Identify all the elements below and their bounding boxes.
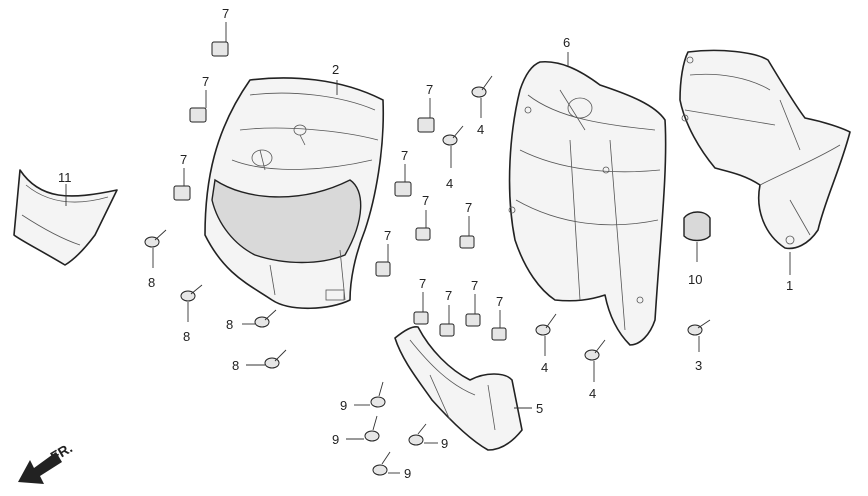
part-10-latch: 10 [683,211,711,287]
part-8-screw-4: 8 [232,349,287,373]
callout-4b: 4 [446,176,453,191]
part-3-screw: 3 [687,319,711,373]
front-arrow-icon [18,452,62,484]
part-5-lower-cover: 5 [394,326,543,451]
callout-4a: 4 [477,122,484,137]
part-4-screw-4: 4 [584,339,606,401]
callout-7g: 7 [465,200,472,215]
callout-11: 11 [58,170,72,185]
callout-7b: 7 [202,74,209,89]
part-1-storage-panel: 1 [679,49,851,293]
callout-5: 5 [536,401,543,416]
callout-9a: 9 [340,398,347,413]
callout-6: 6 [563,35,570,50]
callout-9c: 9 [441,436,448,451]
part-6-inner-panel: 6 [508,35,667,346]
callout-7l: 7 [496,294,503,309]
part-7-clip-7: 7 [459,200,475,249]
callout-4c: 4 [541,360,548,375]
callout-7a: 7 [222,6,229,21]
callout-8a: 8 [148,275,155,290]
part-4-screw-2: 4 [442,125,464,191]
callout-10: 10 [688,272,702,287]
part-7-clip-10: 7 [439,288,455,337]
callout-9d: 9 [404,466,411,481]
part-2-front-panel: 2 [204,62,385,310]
callout-9b: 9 [332,432,339,447]
callout-2: 2 [332,62,339,77]
part-11-front-trim: 11 [13,169,118,266]
part-7-clip-5: 7 [394,148,412,197]
callout-4d: 4 [589,386,596,401]
part-7-clip-4: 7 [417,82,435,133]
callout-7e: 7 [401,148,408,163]
part-4-screw-3: 4 [535,313,557,375]
part-7-clip-6: 7 [415,193,431,241]
callout-7j: 7 [445,288,452,303]
callout-7k: 7 [471,278,478,293]
part-9-screw-3: 9 [408,423,448,451]
part-9-screw-2: 9 [332,415,380,447]
part-7-clip-9: 7 [413,276,429,325]
part-7-clip-1: 7 [211,6,229,57]
part-8-screw-1: 8 [144,229,167,290]
callout-7i: 7 [419,276,426,291]
callout-8c: 8 [226,317,233,332]
part-8-screw-3: 8 [226,309,277,332]
callout-1: 1 [786,278,793,293]
part-7-clip-11: 7 [465,278,481,327]
front-direction-marker: FR. [18,439,75,484]
part-4-screw-1: 4 [471,75,493,137]
part-7-clip-3: 7 [173,152,191,201]
callout-7f: 7 [422,193,429,208]
callout-3: 3 [695,358,702,373]
part-9-screw-1: 9 [340,381,386,413]
part-9-screw-4: 9 [372,451,411,481]
part-7-clip-12: 7 [491,294,507,341]
callout-7d: 7 [426,82,433,97]
part-7-clip-2: 7 [189,74,209,123]
part-7-clip-8: 7 [375,228,391,277]
callout-8b: 8 [183,329,190,344]
callout-7c: 7 [180,152,187,167]
part-8-screw-2: 8 [180,284,203,344]
callout-7h: 7 [384,228,391,243]
callout-8d: 8 [232,358,239,373]
